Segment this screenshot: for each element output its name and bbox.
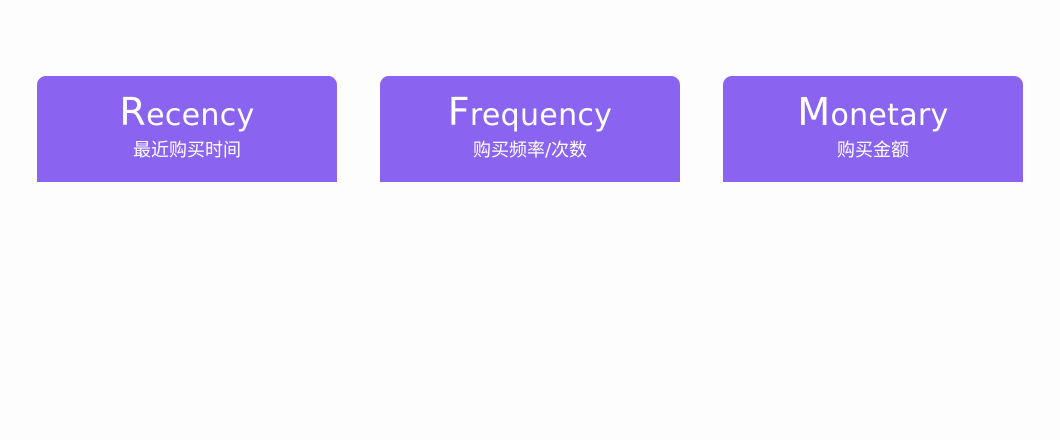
monetary-title-rest: onetary — [830, 98, 949, 133]
frequency-card: Frequency 购买频率/次数 — [380, 76, 680, 182]
recency-title-initial: R — [119, 90, 147, 134]
monetary-subtitle: 购买金额 — [837, 140, 909, 161]
monetary-title-initial: M — [797, 90, 831, 134]
frequency-title-initial: F — [447, 90, 470, 134]
monetary-card: Monetary 购买金额 — [723, 76, 1023, 182]
frequency-title: Frequency — [380, 92, 680, 136]
monetary-title: Monetary — [723, 92, 1023, 136]
recency-title-rest: ecency — [146, 98, 255, 133]
recency-card: Recency 最近购买时间 — [37, 76, 337, 182]
frequency-subtitle: 购买频率/次数 — [472, 140, 588, 161]
recency-subtitle: 最近购买时间 — [133, 140, 241, 161]
frequency-title-rest: requency — [469, 98, 613, 133]
recency-title: Recency — [37, 92, 337, 136]
